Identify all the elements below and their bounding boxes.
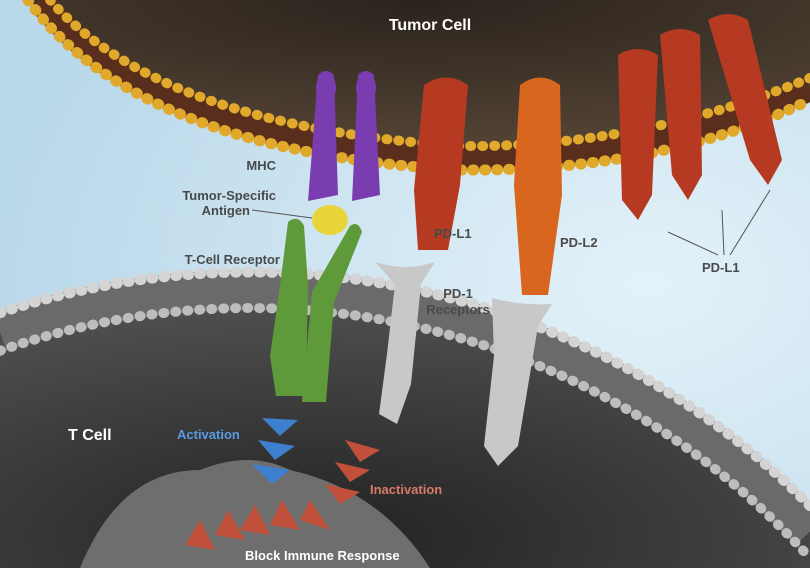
- antigen-pointer-line: [251, 209, 313, 219]
- inactivation-arrows: [185, 440, 380, 550]
- block-immune-response-label: Block Immune Response: [245, 548, 400, 563]
- t-cell-membrane-outer: [0, 266, 810, 512]
- tcr-label: T-Cell Receptor: [185, 252, 280, 267]
- t-cell-membrane: [0, 270, 810, 546]
- antigen-label-line2: Antigen: [202, 203, 250, 218]
- pd-l1-left: [414, 77, 468, 250]
- t-cell-label: T Cell: [68, 427, 112, 444]
- pd-1-receptors: [375, 262, 552, 466]
- t-cell: [0, 266, 810, 568]
- t-cell-receptor: [270, 218, 362, 402]
- activation-label: Activation: [177, 427, 240, 442]
- inactivation-label: Inactivation: [370, 482, 442, 497]
- pd-l1-right: [618, 14, 782, 220]
- antigen-label-line1: Tumor-Specific: [182, 188, 276, 203]
- pd-l1-left-label: PD-L1: [434, 226, 472, 241]
- mhc-label: MHC: [246, 158, 276, 173]
- pd-l1-right-label: PD-L1: [702, 260, 740, 275]
- tumor-cell-label: Tumor Cell: [389, 17, 471, 34]
- pd-1-label-line2: Receptors: [426, 302, 490, 317]
- t-cell-membrane-inner: [0, 303, 810, 564]
- pd-l1-pointer-lines: [667, 189, 771, 256]
- mhc-molecule: [308, 71, 380, 201]
- pd-1-label-line1: PD-1: [443, 286, 473, 301]
- pd-l2-label: PD-L2: [560, 235, 598, 250]
- tumor-antigen: [312, 205, 348, 235]
- activation-arrows: [252, 418, 298, 484]
- pd-l2: [514, 77, 562, 295]
